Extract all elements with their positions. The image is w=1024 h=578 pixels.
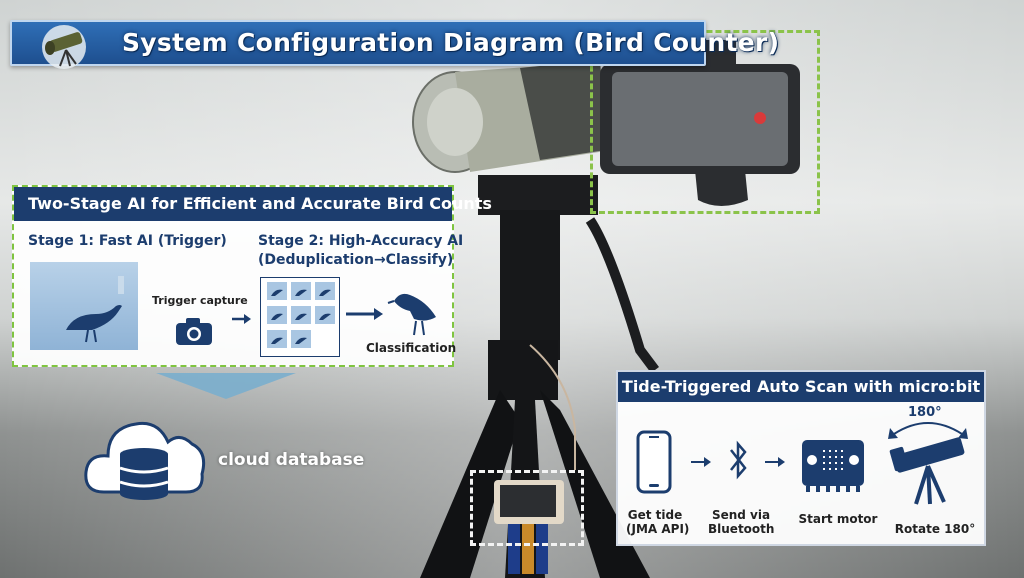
camera-icon	[174, 315, 214, 351]
spotting-scope	[412, 60, 612, 173]
arrow-right-icon	[764, 454, 786, 473]
stage1-label: Stage 1: Fast AI (Trigger)	[28, 233, 227, 249]
microbit-icon	[800, 438, 866, 496]
stage2-label-line1: Stage 2: High-Accuracy AI	[258, 233, 464, 249]
trigger-capture-label: Trigger capture	[152, 294, 248, 307]
step-line: (JMA API)	[626, 522, 690, 536]
stage1-bird-photo	[30, 262, 138, 350]
classified-bird-icon	[386, 283, 446, 343]
tide-panel-heading: Tide-Triggered Auto Scan with micro:bit	[618, 372, 984, 402]
tripod	[420, 175, 659, 578]
rotating-scope-icon	[886, 412, 970, 512]
bird-grid-icons	[267, 282, 335, 348]
step-line: Send via	[711, 508, 771, 522]
classification-label: Classification	[366, 341, 457, 355]
ai-panel-heading: Two-Stage AI for Efficient and Accurate …	[14, 187, 492, 221]
step-line: Bluetooth	[708, 522, 775, 536]
smartphone-icon	[636, 430, 672, 498]
stage2-label-line2: (Deduplication→Classify)	[258, 252, 454, 268]
arrow-right-icon	[690, 454, 712, 473]
step-line: Get tide	[627, 508, 683, 522]
bluetooth-icon	[726, 438, 750, 486]
page-title: System Configuration Diagram (Bird Count…	[122, 28, 780, 57]
step-line: Start motor	[798, 512, 878, 526]
smartphone-mount	[600, 40, 800, 206]
microbit-device	[494, 480, 564, 574]
dedup-image-grid	[260, 277, 340, 357]
bird-silhouette-icon	[66, 276, 124, 343]
step-line: Rotate 180°	[894, 522, 976, 536]
two-stage-ai-panel: Two-Stage AI for Efficient and Accurate …	[12, 185, 492, 367]
tide-scan-panel: Tide-Triggered Auto Scan with micro:bit …	[616, 370, 986, 546]
step-rotate-label: Rotate 180°	[894, 522, 976, 536]
down-arrow-icon	[156, 373, 296, 403]
step-send-bluetooth-label: Send via Bluetooth	[708, 508, 774, 536]
title-bar: System Configuration Diagram (Bird Count…	[10, 20, 779, 69]
cloud-database-icon	[82, 404, 210, 512]
cloud-database-label: cloud database	[218, 450, 365, 470]
arrow-right-icon	[230, 311, 252, 331]
spotting-scope-icon	[30, 24, 110, 84]
step-get-tide-label: Get tide (JMA API)	[626, 508, 690, 536]
rotate-angle-label: 180°	[908, 405, 942, 420]
step-start-motor-label: Start motor	[796, 512, 880, 526]
microbit-highlight-box	[470, 470, 584, 546]
arrow-right-icon	[344, 306, 384, 326]
